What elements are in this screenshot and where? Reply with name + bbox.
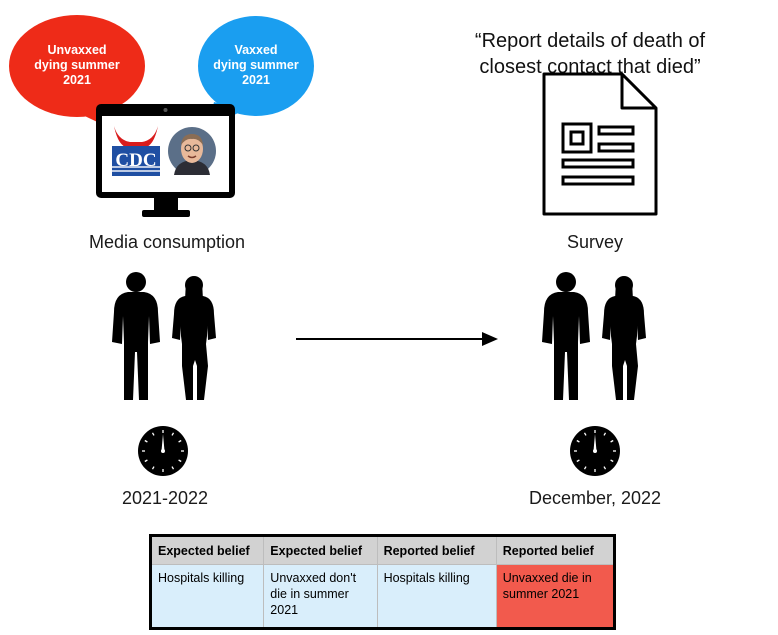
time-label-right: December, 2022 [528, 488, 662, 508]
table-cell: Unvaxxed don't die in summer 2021 [263, 564, 378, 629]
document-icon [542, 72, 658, 216]
table-cell-highlighted: Unvaxxed die in summer 2021 [496, 564, 615, 629]
person-portrait [168, 127, 216, 175]
clock-icon-right [570, 426, 620, 476]
table-cell: Hospitals killing [150, 564, 265, 629]
bubble-left-text: Unvaxxed dying summer 2021 [34, 43, 120, 87]
table-header-cell: Expected belief [150, 535, 265, 565]
table-header-cell: Expected belief [263, 535, 378, 565]
table-header-row: Expected belief Expected belief Reported… [150, 535, 615, 565]
table-cell: Hospitals killing [377, 564, 497, 629]
people-silhouette-right [542, 272, 646, 400]
time-label-left: 2021-2022 [121, 488, 209, 508]
clock-icon-left [138, 426, 188, 476]
arrow-right-icon [296, 332, 498, 346]
beliefs-table: Expected belief Expected belief Reported… [149, 534, 616, 630]
table-header-cell: Reported belief [377, 535, 497, 565]
cdc-logo-text: CDC [115, 150, 156, 171]
table-header-cell: Reported belief [496, 535, 615, 565]
bubble-right-text: Vaxxed dying summer 2021 [213, 43, 299, 87]
cdc-logo: CDC [112, 126, 160, 176]
table-row: Hospitals killing Unvaxxed don't die in … [150, 564, 615, 629]
people-silhouette-left [112, 272, 216, 400]
survey-label: Survey [566, 232, 624, 252]
media-consumption-label: Media consumption [88, 232, 246, 252]
